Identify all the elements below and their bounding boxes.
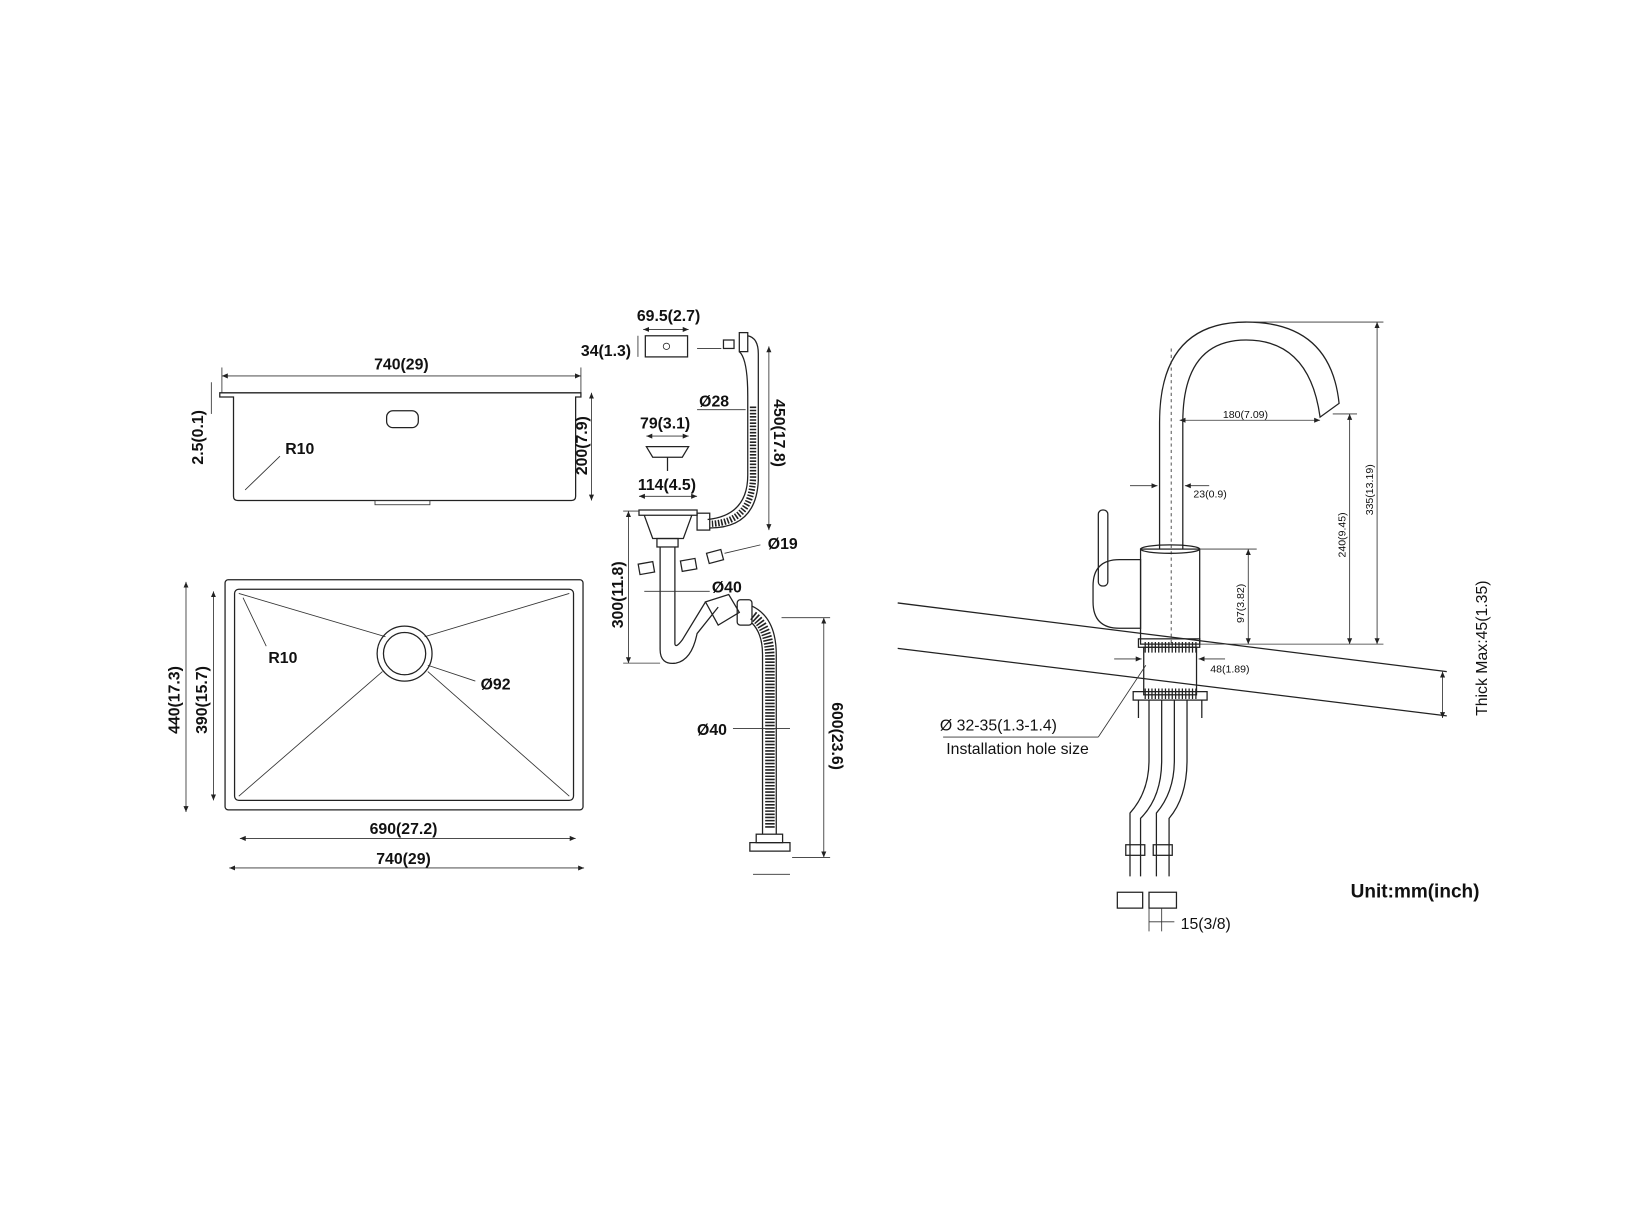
sink-side-radius-label: R10 xyxy=(285,441,314,458)
basket-diameter-label: 114(4.5) xyxy=(638,477,696,494)
spout-diameter-label: 23(0.9) xyxy=(1193,488,1226,500)
drain-diameter-label: Ø92 xyxy=(481,677,511,694)
trap-diameter-label: Ø40 xyxy=(712,579,742,596)
threaded-shank xyxy=(1143,642,1198,700)
hose-length-label: 450(17.8) xyxy=(770,399,787,467)
spout-height-label: 240(9.45) xyxy=(1336,512,1348,557)
hole-diameter-label: Ø 32-35(1.3-1.4) xyxy=(940,718,1057,735)
outlet-hose xyxy=(749,605,791,852)
reach-label: 180(7.09) xyxy=(1223,409,1268,421)
inner-depth-label: 390(15.7) xyxy=(194,666,211,734)
outlet-diameter-label: Ø40 xyxy=(697,722,727,739)
hose-diameter-label: Ø28 xyxy=(699,394,729,411)
hose-size-label: 15(3/8) xyxy=(1181,916,1231,933)
unit-label: Unit:mm(inch) xyxy=(1351,882,1480,903)
body-height-label: 97(3.82) xyxy=(1235,584,1247,623)
drain-kit: 69.5(2.7) 34(1.3) Ø28 450(17.8) 79(3.1) … xyxy=(581,308,845,875)
inner-width-label: 690(27.2) xyxy=(370,821,438,838)
corrugated-hose xyxy=(707,395,759,529)
overflow-width-label: 69.5(2.7) xyxy=(637,308,700,325)
counter-thickness-label: Thick Max:45(1.35) xyxy=(1474,580,1491,715)
outlet-length-label: 600(23.6) xyxy=(828,702,845,770)
sink-rim-label: 2.5(0.1) xyxy=(190,410,207,465)
sink-side-view: 740(29) 2.5(0.1) 200(7.9) R10 xyxy=(190,357,595,506)
outer-depth-label: 440(17.3) xyxy=(167,666,184,734)
sink-width-label: 740(29) xyxy=(374,357,429,374)
strainer-diameter-label: 79(3.1) xyxy=(640,416,690,433)
sink-depth-label: 200(7.9) xyxy=(574,416,591,475)
overflow-height-label: 34(1.3) xyxy=(581,343,631,360)
trap-height-label: 300(11.8) xyxy=(610,561,627,628)
sink-top-view: Ø92 R10 440(17.3) 390(15.7) 690(27.2) 74… xyxy=(167,579,585,871)
outer-width-label: 740(29) xyxy=(376,851,431,868)
faucet-drawing: 180(7.09) 23(0.9) 240(9.45) 335(13.19) 9… xyxy=(897,321,1491,933)
hole-size-label: Installation hole size xyxy=(946,741,1089,758)
base-diameter-label: 48(1.89) xyxy=(1210,664,1249,676)
total-height-label: 335(13.19) xyxy=(1364,464,1376,515)
sink-top-radius-label: R10 xyxy=(268,650,297,667)
side-diameter-label: Ø19 xyxy=(768,536,798,553)
